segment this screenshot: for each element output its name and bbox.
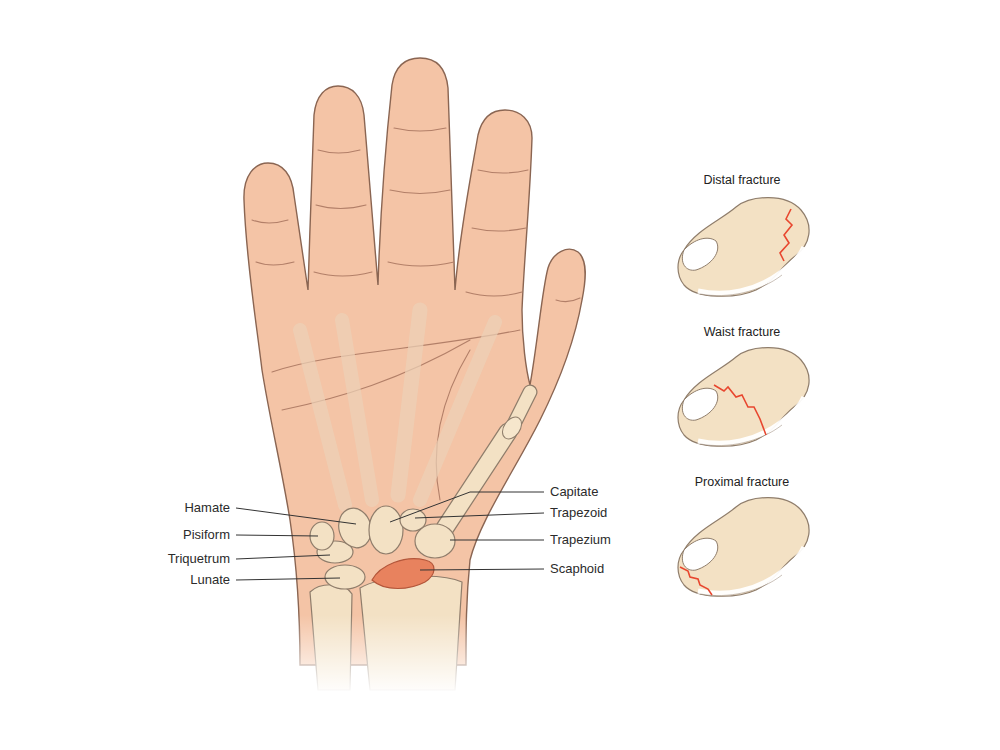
bone-label: Scaphoid: [550, 562, 604, 576]
bone-label: Trapezoid: [550, 506, 607, 520]
hand-outline: [244, 58, 585, 665]
leader-lines: [236, 492, 544, 580]
skin-creases: [252, 128, 580, 500]
metacarpal-bones: [300, 310, 530, 528]
fracture-title: Proximal fracture: [695, 476, 789, 490]
distal-fracture-figure: [678, 198, 809, 297]
bone-label: Trapezium: [550, 533, 611, 547]
fracture-title: Distal fracture: [703, 174, 780, 188]
bone-label: Pisiform: [183, 528, 230, 542]
bone-label: Lunate: [190, 573, 230, 587]
bone-label: Hamate: [184, 501, 230, 515]
bone-label: Capitate: [550, 485, 598, 499]
waist-fracture-figure: [678, 348, 809, 447]
proximal-fracture-figure: [678, 498, 809, 597]
bone-label: Triquetrum: [168, 552, 230, 566]
fracture-title: Waist fracture: [704, 326, 781, 340]
